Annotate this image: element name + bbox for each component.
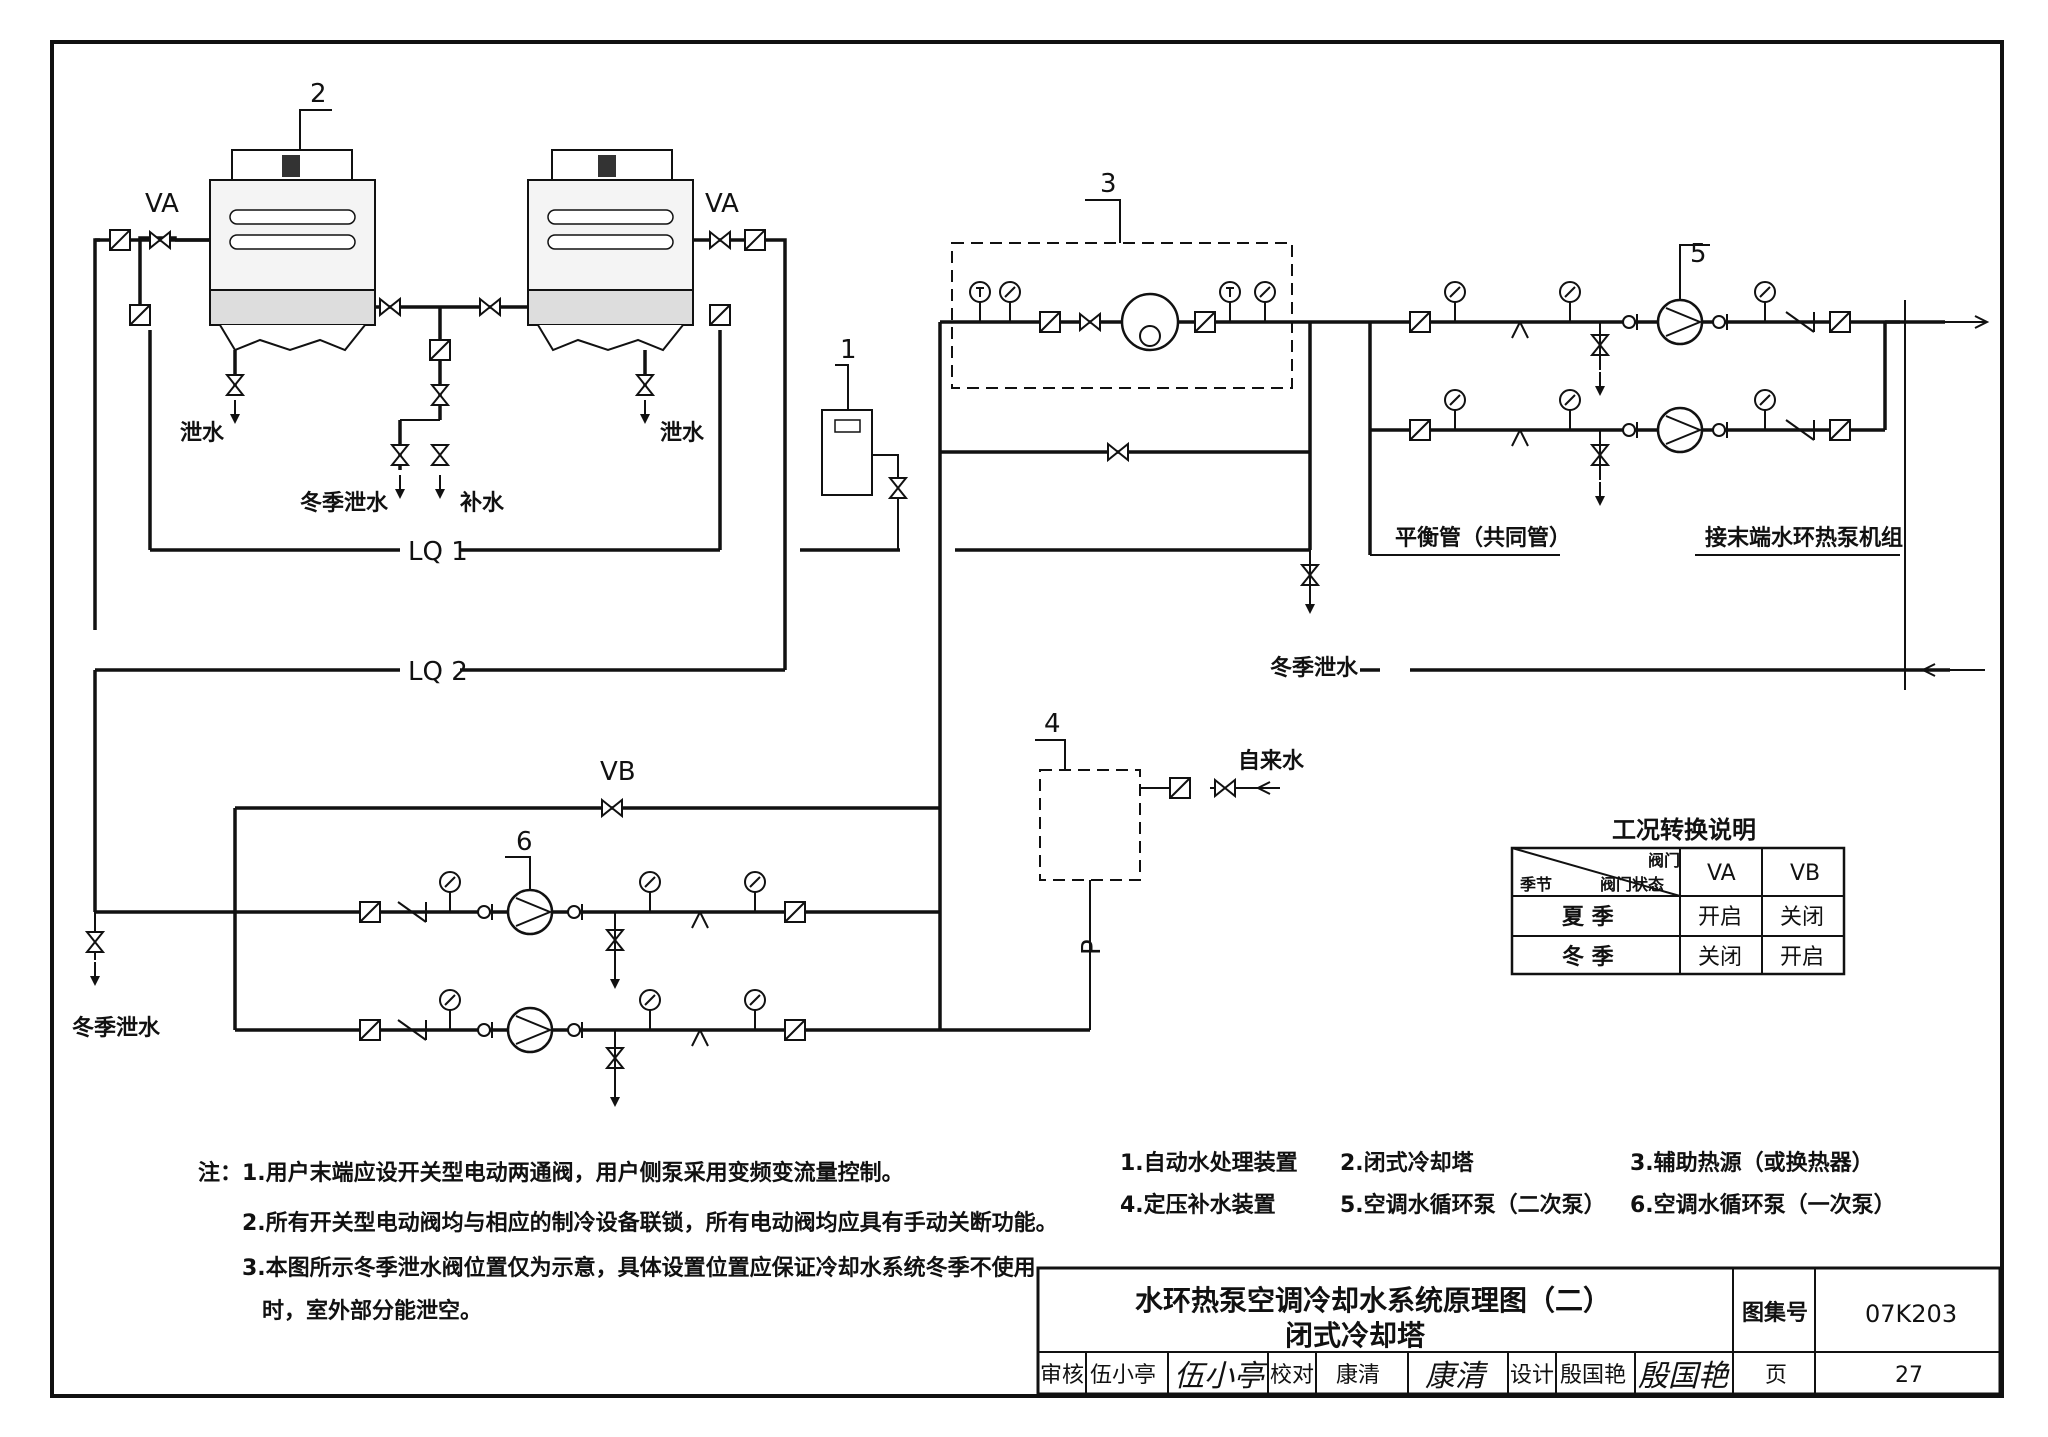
aux-heat-source-box bbox=[951, 242, 1293, 389]
col-va: VA bbox=[1707, 861, 1736, 886]
title-line-1: 水环热泵空调冷却水系统原理图（二） bbox=[1135, 1284, 1611, 1317]
reviewer-signature: 伍小亭 bbox=[1174, 1359, 1268, 1394]
callout-3-leader bbox=[1085, 199, 1121, 243]
row-winter-season: 冬 季 bbox=[1562, 944, 1614, 970]
legend-1: 1.自动水处理装置 bbox=[1120, 1150, 1298, 1176]
switch-table-title: 工况转换说明 bbox=[1612, 816, 1756, 844]
lq-pipes bbox=[95, 548, 1950, 672]
valve-vb: VB bbox=[600, 757, 636, 787]
callout-3: 3 bbox=[1100, 169, 1117, 199]
design-label: 设计 bbox=[1510, 1363, 1554, 1388]
row-summer-va: 开启 bbox=[1698, 905, 1742, 930]
legend-4: 4.定压补水装置 bbox=[1120, 1192, 1276, 1218]
note-3a: 3.本图所示冬季泄水阀位置仅为示意，具体设置位置应保证冷却水系统冬季不使用 bbox=[242, 1255, 1036, 1281]
legend-2: 2.闭式冷却塔 bbox=[1340, 1150, 1475, 1176]
pipe-lq1-label: LQ 1 bbox=[408, 537, 468, 567]
valve-va-right: VA bbox=[705, 189, 739, 219]
note-3b: 时，室外部分能泄空。 bbox=[262, 1298, 482, 1324]
pipe-p-label: P bbox=[1077, 939, 1107, 955]
winter-drain-label-bottom: 冬季泄水 bbox=[72, 1015, 161, 1041]
drain-label-left: 泄水 bbox=[180, 421, 225, 446]
cooling-tower-right bbox=[527, 149, 694, 352]
diag-mid: 阀门状态 bbox=[1600, 875, 1664, 894]
callout-6-leader bbox=[505, 856, 531, 890]
row-winter-vb: 开启 bbox=[1780, 945, 1824, 970]
switch-table: 工况转换说明 阀门 阀门状态 季节 VA VB 夏 季 开启 关闭 冬 季 关闭… bbox=[1510, 816, 1846, 976]
callout-2: 2 bbox=[310, 79, 327, 109]
drain-label-right: 泄水 bbox=[660, 421, 705, 446]
valve-va-left: VA bbox=[145, 189, 179, 219]
cooling-tower-left bbox=[209, 149, 376, 352]
diag-top: 阀门 bbox=[1648, 851, 1680, 870]
outer-frame bbox=[50, 40, 2004, 1398]
legend-3: 3.辅助热源（或换热器） bbox=[1630, 1150, 1874, 1176]
row-summer-vb: 关闭 bbox=[1780, 905, 1824, 930]
note-1: 1.用户末端应设开关型电动两通阀，用户侧泵采用变频变流量控制。 bbox=[242, 1160, 904, 1186]
legend-6: 6.空调水循环泵（一次泵） bbox=[1630, 1192, 1896, 1218]
row-summer-season: 夏 季 bbox=[1562, 905, 1614, 930]
callout-4: 4 bbox=[1044, 709, 1061, 739]
designer-name: 殷国艳 bbox=[1560, 1363, 1626, 1388]
balance-pipe-label: 平衡管（共同管） bbox=[1395, 525, 1571, 551]
title-line-2: 闭式冷却塔 bbox=[1285, 1319, 1426, 1352]
winter-drain-label-mid: 冬季泄水 bbox=[1270, 655, 1359, 681]
checker-name: 康清 bbox=[1336, 1363, 1380, 1388]
makeup-label: 补水 bbox=[459, 491, 505, 516]
reviewer-name: 伍小亭 bbox=[1090, 1363, 1156, 1388]
callout-5: 5 bbox=[1690, 239, 1707, 269]
row-winter-va: 关闭 bbox=[1698, 945, 1742, 970]
callout-2-leader bbox=[299, 109, 332, 150]
pipe-lq2-label: LQ 2 bbox=[408, 657, 468, 687]
diag-left: 季节 bbox=[1519, 875, 1552, 894]
page-label: 页 bbox=[1765, 1363, 1787, 1388]
title-block: 水环热泵空调冷却水系统原理图（二） 闭式冷却塔 图集号 07K203 审核 伍小… bbox=[1036, 1266, 2002, 1396]
to-terminal-label: 接末端水环热泵机组 bbox=[1705, 525, 1903, 551]
atlas-no: 07K203 bbox=[1865, 1300, 1957, 1328]
callout-4-leader bbox=[1035, 739, 1066, 770]
checker-signature: 康清 bbox=[1425, 1359, 1489, 1394]
tap-water-label: 自来水 bbox=[1238, 748, 1305, 774]
callout-5-leader bbox=[1679, 244, 1710, 300]
page-no: 27 bbox=[1895, 1363, 1923, 1388]
heat-exchanger bbox=[1120, 292, 1180, 352]
atlas-label: 图集号 bbox=[1742, 1300, 1808, 1326]
winter-drain-label-top: 冬季泄水 bbox=[300, 490, 389, 516]
notes-prefix: 注： bbox=[198, 1160, 242, 1186]
designer-signature: 殷国艳 bbox=[1638, 1359, 1730, 1394]
pressurization-unit bbox=[1039, 769, 1141, 881]
callout-1: 1 bbox=[840, 335, 857, 365]
callout-6: 6 bbox=[516, 827, 533, 857]
review-label: 审核 bbox=[1040, 1363, 1084, 1388]
check-label: 校对 bbox=[1270, 1363, 1314, 1388]
legend-5: 5.空调水循环泵（二次泵） bbox=[1340, 1192, 1606, 1218]
note-2: 2.所有开关型电动阀均与相应的制冷设备联锁，所有电动阀均应具有手动关断功能。 bbox=[242, 1210, 1058, 1236]
water-treatment-unit bbox=[821, 364, 899, 550]
col-vb: VB bbox=[1790, 861, 1820, 886]
